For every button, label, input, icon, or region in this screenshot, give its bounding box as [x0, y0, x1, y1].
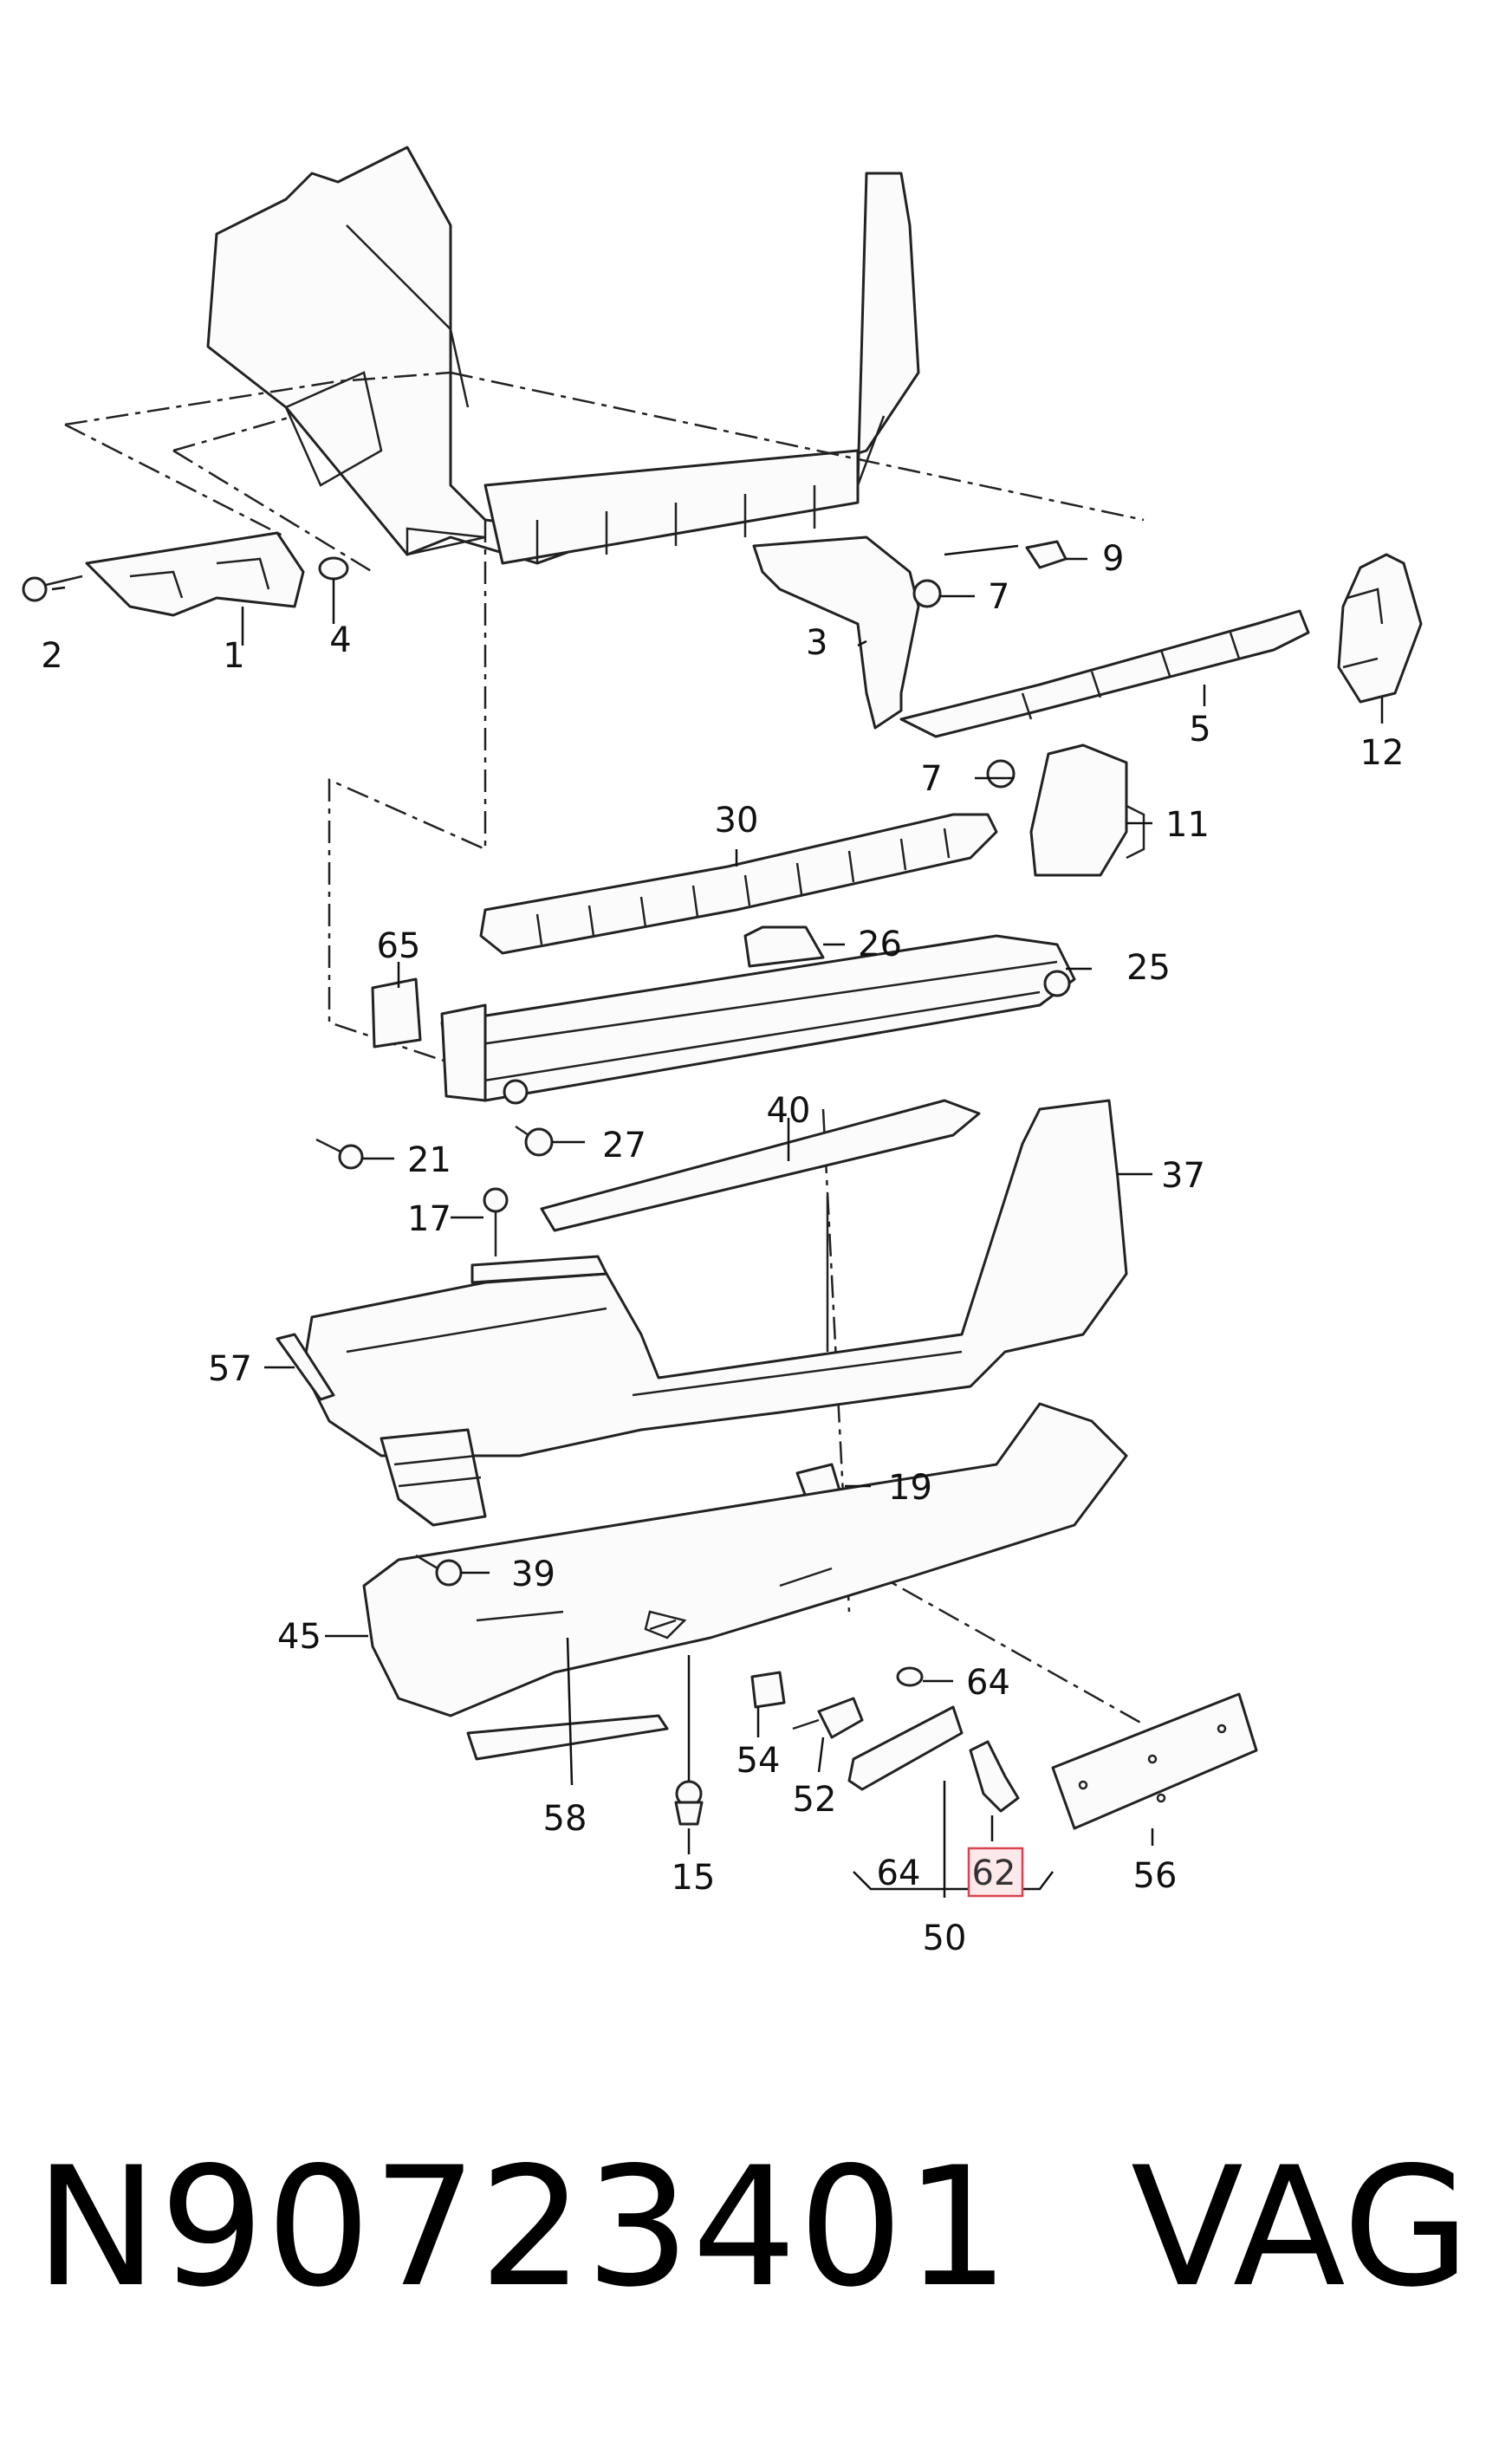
callout-64-upper: 64 — [966, 1663, 1010, 1703]
callout-30: 30 — [715, 801, 759, 841]
callout-1: 1 — [223, 636, 244, 676]
callout-19: 19 — [888, 1468, 932, 1508]
callout-17: 17 — [407, 1199, 451, 1239]
callout-40: 40 — [767, 1091, 811, 1131]
brand-name: VAG — [1131, 2132, 1470, 2323]
part-62-bulb-socket — [969, 1740, 1020, 1813]
callout-21: 21 — [407, 1140, 451, 1180]
leader-lines — [51, 544, 1384, 1898]
part-64-tow-hook-cover — [847, 1705, 964, 1791]
rear-body-panel — [206, 146, 920, 565]
part-17-screw — [483, 1187, 509, 1256]
part-40-trim-strip — [540, 1099, 981, 1232]
part-30-energy-absorber — [479, 813, 998, 955]
callout-52: 52 — [793, 1780, 837, 1820]
callout-62-highlight-box — [967, 1847, 1024, 1898]
part-25-bumper-carrier — [440, 934, 1076, 1102]
callout-12: 12 — [1360, 733, 1405, 773]
part-4-spacer-nut — [318, 556, 349, 581]
part-2-screw — [22, 575, 83, 602]
lower-grille — [380, 1428, 487, 1527]
callout-9: 9 — [1102, 539, 1124, 579]
callout-62: 62 — [972, 1853, 1016, 1893]
part-1-side-bracket — [85, 531, 305, 617]
part-65-pad — [371, 977, 422, 1048]
callout-45: 45 — [277, 1617, 321, 1657]
part-12-corner-guide — [1337, 553, 1423, 704]
callout-4: 4 — [329, 620, 351, 660]
part-57-reflector-trim — [276, 1333, 335, 1401]
callout-26: 26 — [858, 925, 902, 964]
callout-11: 11 — [1165, 805, 1210, 845]
callout-50: 50 — [923, 1918, 967, 1958]
part-3-mounting-bracket — [752, 536, 920, 730]
part-64-grommet — [896, 1666, 924, 1687]
part-11-side-guide — [1029, 743, 1145, 877]
callout-7-upper: 7 — [988, 577, 1009, 617]
callout-25: 25 — [1126, 948, 1171, 988]
callout-37: 37 — [1161, 1156, 1205, 1196]
callout-5: 5 — [1189, 710, 1210, 750]
callout-65: 65 — [377, 926, 421, 966]
callout-15: 15 — [672, 1858, 716, 1898]
callout-27: 27 — [602, 1126, 646, 1165]
part-58-reflector — [466, 1714, 669, 1761]
part-26-center-bracket — [743, 925, 825, 968]
callout-58: 58 — [543, 1799, 587, 1839]
callout-labels: 1 2 4 3 7 9 5 12 7 11 30 26 25 65 21 27 … — [41, 539, 1404, 1958]
callout-57: 57 — [208, 1349, 252, 1389]
callout-56: 56 — [1133, 1856, 1178, 1896]
part-7-nut-lower — [986, 759, 1016, 789]
callout-39: 39 — [511, 1555, 555, 1594]
part-56-license-plate-mount — [1051, 1692, 1258, 1830]
part-9-clip — [1025, 540, 1067, 569]
part-number: N90723401 — [35, 2132, 1012, 2323]
callout-64-lower: 64 — [877, 1853, 921, 1893]
callout-2: 2 — [41, 636, 62, 676]
part-27-bolt — [503, 1079, 554, 1157]
callout-54: 54 — [737, 1741, 781, 1781]
callout-3: 3 — [806, 623, 827, 663]
part-5-impact-absorber-strip — [899, 609, 1310, 738]
callout-7-lower: 7 — [920, 759, 942, 799]
part-52-tow-cap — [792, 1697, 864, 1739]
part-54-holder — [750, 1671, 786, 1709]
part-21-screw — [315, 1138, 364, 1170]
part-15-bolt — [674, 1780, 704, 1826]
part-45-lower-bumper-section — [362, 1402, 1128, 1717]
part-7-nut-upper — [912, 579, 942, 608]
